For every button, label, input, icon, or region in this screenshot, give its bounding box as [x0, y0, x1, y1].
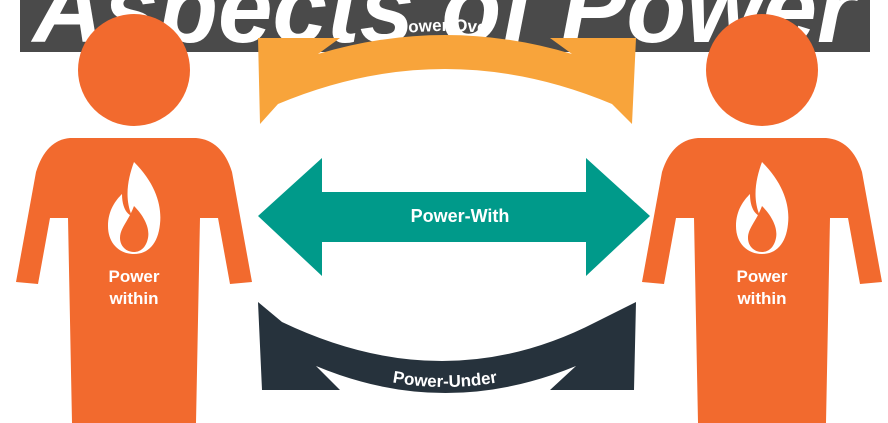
power-over-arrow: Power-Over — [258, 16, 636, 124]
left-person-figure: Power within — [16, 14, 252, 423]
power-with-arrow-shape — [258, 158, 650, 276]
power-over-label: Power-Over — [396, 16, 495, 38]
power-under-arrow: Power-Under — [258, 302, 636, 393]
right-figure-label-line1: Power — [736, 267, 787, 286]
right-person-head — [706, 14, 818, 126]
left-person-head — [78, 14, 190, 126]
left-flame-icon — [108, 162, 161, 254]
right-person-body — [642, 138, 882, 423]
right-person-figure: Power within — [642, 14, 882, 423]
right-flame-icon — [736, 162, 789, 254]
power-under-label: Power-Under — [392, 368, 499, 391]
left-figure-label-line1: Power — [108, 267, 159, 286]
power-with-label: Power-With — [411, 206, 510, 226]
power-under-arrow-shape — [258, 302, 636, 393]
power-over-arrow-shape — [258, 35, 636, 124]
right-figure-label-line2: within — [736, 289, 786, 308]
left-figure-label-line2: within — [108, 289, 158, 308]
left-person-body — [16, 138, 252, 423]
power-with-arrow: Power-With — [258, 158, 650, 276]
